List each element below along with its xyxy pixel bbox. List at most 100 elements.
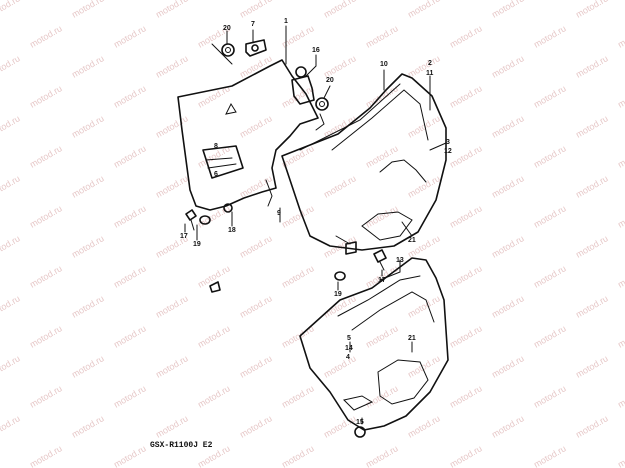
watermark-text: motod.ru [406,53,442,79]
watermark-text: motod.ru [154,53,190,79]
watermark-text: motod.ru [112,383,148,409]
watermark-text: motod.ru [280,203,316,229]
callout-21: 21 [408,335,416,342]
watermark-text: motod.ru [364,443,400,468]
callout-2: 2 [428,60,432,67]
watermark-text: motod.ru [70,353,106,379]
watermark-text: motod.ru [532,443,568,468]
callout-9: 9 [277,210,281,217]
watermark-text: motod.ru [448,83,484,109]
watermark-text: motod.ru [70,173,106,199]
callout-1: 1 [284,18,288,25]
watermark-text: motod.ru [448,203,484,229]
watermark-text: motod.ru [574,173,610,199]
callout-18: 18 [228,227,236,234]
callout-7: 7 [251,21,255,28]
watermark-text: motod.ru [28,23,64,49]
watermark-text: motod.ru [280,383,316,409]
watermark-text: motod.ru [28,323,64,349]
watermark-text: motod.ru [238,353,274,379]
watermark-text: motod.ru [406,113,442,139]
callout-5: 5 [347,335,351,342]
watermark-text: motod.ru [196,383,232,409]
watermark-text: motod.ru [532,203,568,229]
watermark-text: motod.ru [196,263,232,289]
watermark-text: motod.ru [196,323,232,349]
watermark-text: motod.ru [70,293,106,319]
watermark-text: motod.ru [616,383,625,409]
callout-16: 16 [312,47,320,54]
watermark-text: motod.ru [112,203,148,229]
watermark-text: motod.ru [616,263,625,289]
watermark-text: motod.ru [280,23,316,49]
watermark-text: motod.ru [364,83,400,109]
watermark-text: motod.ru [574,53,610,79]
watermark-text: motod.ru [364,143,400,169]
watermark-text: motod.ru [532,323,568,349]
watermark-text: motod.ru [322,173,358,199]
watermark-text: motod.ru [154,413,190,439]
watermark-text: motod.ru [616,443,625,468]
watermark-text: motod.ru [238,233,274,259]
watermark-text: motod.ru [70,413,106,439]
watermark-text: motod.ru [238,0,274,20]
watermark-text: motod.ru [154,173,190,199]
watermark-text: motod.ru [238,413,274,439]
watermark-text: motod.ru [28,143,64,169]
lower-side-cover-part [299,257,449,438]
diagram-code: GSX-R1100J E2 [150,441,213,450]
watermark-text: motod.ru [448,23,484,49]
watermark-text: motod.ru [364,203,400,229]
watermark-text: motod.ru [154,0,190,20]
watermark-text: motod.ru [490,0,526,20]
watermark-text: motod.ru [0,53,22,79]
watermark-text: motod.ru [490,53,526,79]
callout-20: 20 [223,25,231,32]
callout-12: 12 [444,148,452,155]
watermark-text: motod.ru [70,0,106,20]
watermark-text: motod.ru [574,233,610,259]
callout-21: 21 [408,237,416,244]
watermark-text: motod.ru [28,263,64,289]
watermark-text: motod.ru [532,83,568,109]
watermark-text: motod.ru [28,83,64,109]
watermark-text: motod.ru [280,83,316,109]
watermark-text: motod.ru [616,323,625,349]
watermark-text: motod.ru [0,353,22,379]
watermark-text: motod.ru [490,233,526,259]
watermark-text: motod.ru [532,143,568,169]
watermark-text: motod.ru [490,113,526,139]
callout-3: 3 [446,139,450,146]
watermark-text: motod.ru [28,203,64,229]
leader-lines [184,25,447,425]
watermark-text: motod.ru [238,113,274,139]
watermark-text: motod.ru [490,173,526,199]
callout-20: 20 [326,77,334,84]
watermark-text: motod.ru [238,293,274,319]
watermark-text: motod.ru [406,353,442,379]
watermark-text: motod.ru [70,53,106,79]
watermark-text: motod.ru [70,113,106,139]
callout-17: 17 [180,233,188,240]
callout-labels: 20 7 1 16 20 10 2 11 3 12 8 6 21 9 17 19… [180,18,452,426]
watermark-text: motod.ru [28,383,64,409]
watermark-text: motod.ru [112,23,148,49]
callout-13: 13 [396,257,404,264]
callout-15: 15 [356,419,364,426]
watermark-text: motod.ru [490,353,526,379]
watermark-text: motod.ru [112,443,148,468]
callout-11: 11 [426,70,434,77]
watermark-text: motod.ru [448,143,484,169]
watermark-text: motod.ru [406,293,442,319]
watermark-text: motod.ru [0,233,22,259]
fastener-parts [185,203,387,293]
callout-19: 19 [334,291,342,298]
watermark-text: motod.ru [532,383,568,409]
watermark-text: motod.ru [322,353,358,379]
watermark-text: motod.ru [532,23,568,49]
watermark-text: motod.ru [322,0,358,20]
watermark-text: motod.ru [616,83,625,109]
watermark-text: motod.ru [616,143,625,169]
watermark-text: motod.ru [616,203,625,229]
